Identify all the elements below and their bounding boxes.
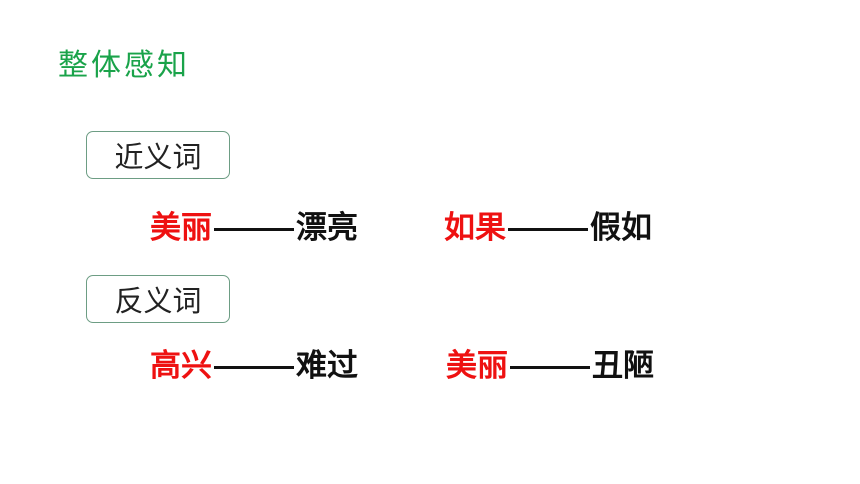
synonyms-row: 美丽 漂亮 如果 假如 (150, 206, 652, 250)
pair-match: 假如 (590, 210, 652, 246)
pair-word: 美丽 (446, 348, 508, 384)
pair-match: 漂亮 (296, 210, 358, 246)
pair-dash (214, 227, 294, 231)
pair-dash (510, 365, 590, 369)
antonyms-label: 反义词 (114, 284, 202, 318)
word-pair: 美丽 漂亮 (150, 206, 358, 250)
page-title: 整体感知 (58, 48, 190, 83)
pair-dash (508, 227, 588, 231)
synonyms-label-box: 近义词 (86, 131, 230, 179)
pair-word: 高兴 (150, 348, 212, 384)
pair-match: 难过 (296, 348, 358, 384)
pair-word: 美丽 (150, 210, 212, 246)
word-pair: 美丽 丑陋 (446, 344, 654, 388)
antonyms-row: 高兴 难过 美丽 丑陋 (150, 344, 654, 388)
word-pair: 高兴 难过 (150, 344, 358, 388)
synonyms-label: 近义词 (114, 140, 202, 174)
pair-word: 如果 (444, 210, 506, 246)
pair-match: 丑陋 (592, 348, 654, 384)
pair-dash (214, 365, 294, 369)
antonyms-label-box: 反义词 (86, 275, 230, 323)
word-pair: 如果 假如 (444, 206, 652, 250)
